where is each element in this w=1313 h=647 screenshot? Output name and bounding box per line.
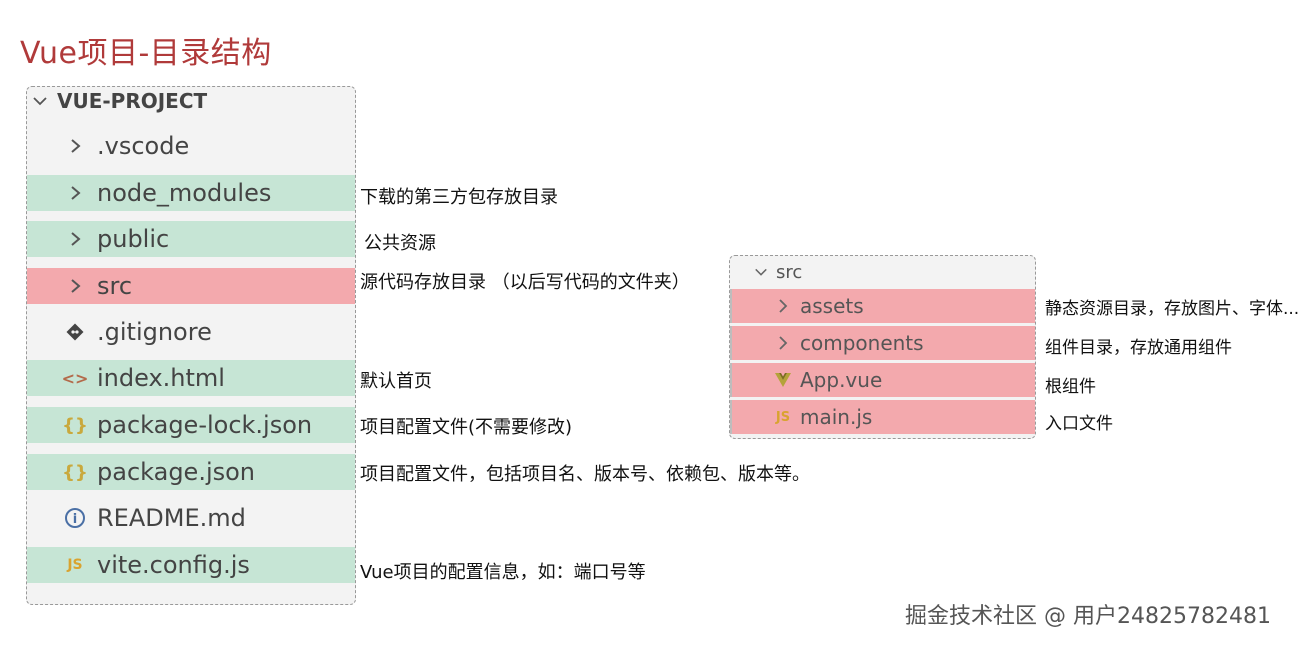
- src-item-label: App.vue: [800, 368, 883, 392]
- svg-text:i: i: [73, 512, 77, 527]
- src-item-app-vue[interactable]: App.vue: [730, 363, 1035, 397]
- page-title: Vue项目-目录结构: [20, 36, 272, 71]
- info-icon: i: [61, 504, 89, 532]
- tree-item-label: src: [97, 272, 133, 300]
- chevron-right-icon: [61, 225, 89, 253]
- tree-item-gitignore[interactable]: .gitignore: [27, 314, 355, 350]
- tree-item-package-json[interactable]: {} package.json: [27, 454, 355, 490]
- chevron-right-icon: [772, 295, 794, 317]
- tree-item-label: package-lock.json: [97, 411, 313, 439]
- annotation-main-js: 入口文件: [1045, 414, 1113, 434]
- src-item-label: main.js: [800, 405, 873, 429]
- tree-item-label: package.json: [97, 458, 256, 486]
- src-item-components[interactable]: components: [730, 326, 1035, 360]
- src-item-main-js[interactable]: JS main.js: [730, 400, 1035, 434]
- tree-item-index-html[interactable]: <> index.html: [27, 360, 355, 396]
- chevron-right-icon: [772, 332, 794, 354]
- annotation-node-modules: 下载的第三方包存放目录: [360, 187, 558, 208]
- tree-item-label: node_modules: [97, 179, 272, 207]
- annotation-index-html: 默认首页: [360, 371, 432, 392]
- chevron-right-icon: [61, 179, 89, 207]
- tree-item-label: public: [97, 225, 170, 253]
- tree-item-vscode[interactable]: .vscode: [27, 128, 355, 164]
- annotation-package-lock-json: 项目配置文件(不需要修改): [360, 417, 573, 438]
- src-tree-root[interactable]: src: [730, 258, 1035, 286]
- annotation-assets: 静态资源目录，存放图片、字体...: [1045, 299, 1300, 319]
- tree-item-label: vite.config.js: [97, 551, 250, 579]
- annotation-src: 源代码存放目录 （以后写代码的文件夹）: [360, 272, 690, 293]
- src-item-assets[interactable]: assets: [730, 289, 1035, 323]
- html-icon: <>: [61, 368, 89, 388]
- tree-item-public[interactable]: public: [27, 221, 355, 257]
- tree-item-label: README.md: [97, 504, 246, 532]
- src-tree-root-label: src: [776, 261, 803, 283]
- vue-icon: [772, 369, 794, 391]
- tree-item-vite-config[interactable]: JS vite.config.js: [27, 547, 355, 583]
- tree-item-src[interactable]: src: [27, 268, 355, 304]
- tree-root[interactable]: VUE-PROJECT: [27, 87, 355, 115]
- tree-root-label: VUE-PROJECT: [57, 89, 208, 113]
- json-icon: {}: [62, 461, 88, 483]
- annotation-components: 组件目录，存放通用组件: [1045, 338, 1232, 358]
- src-item-label: components: [800, 331, 924, 355]
- annotation-public: 公共资源: [364, 233, 436, 254]
- src-explorer-panel: src assets components App.vue JS main.js: [729, 255, 1036, 439]
- annotation-app-vue: 根组件: [1045, 377, 1096, 397]
- watermark: 掘金技术社区 @ 用户24825782481: [905, 604, 1271, 629]
- js-icon: JS: [67, 557, 83, 573]
- git-icon: [61, 318, 89, 346]
- tree-item-node-modules[interactable]: node_modules: [27, 175, 355, 211]
- tree-item-label: index.html: [97, 364, 225, 392]
- tree-item-package-lock-json[interactable]: {} package-lock.json: [27, 407, 355, 443]
- chevron-down-icon: [754, 265, 768, 279]
- tree-item-label: .gitignore: [97, 318, 212, 346]
- src-item-label: assets: [800, 294, 864, 318]
- annotation-package-json: 项目配置文件，包括项目名、版本号、依赖包、版本等。: [360, 464, 810, 485]
- chevron-down-icon: [31, 92, 49, 110]
- json-icon: {}: [62, 414, 88, 436]
- tree-item-label: .vscode: [97, 132, 190, 160]
- tree-item-readme[interactable]: i README.md: [27, 500, 355, 536]
- js-icon: JS: [775, 409, 791, 425]
- chevron-right-icon: [61, 272, 89, 300]
- project-explorer-panel: VUE-PROJECT .vscode node_modules public …: [26, 86, 356, 605]
- chevron-right-icon: [61, 132, 89, 160]
- annotation-vite-config: Vue项目的配置信息，如：端口号等: [360, 562, 646, 583]
